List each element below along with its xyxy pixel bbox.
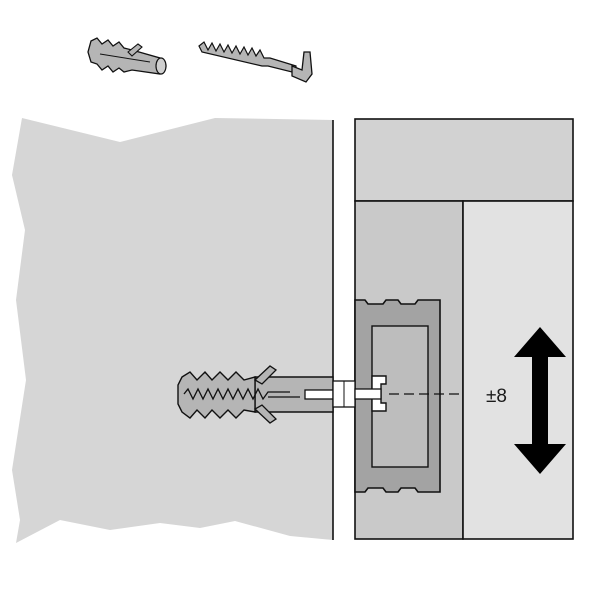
double-arrow-vertical-icon (514, 327, 566, 474)
cabinet-top-board (354, 118, 574, 202)
wall-plug-installed (177, 365, 334, 424)
wall-plug-icon (87, 37, 167, 75)
hook-screw-installed (332, 380, 382, 408)
wall-surface (12, 118, 333, 543)
hook-screw-icon (198, 41, 313, 83)
cabinet-inner-panel (462, 200, 574, 540)
adjustment-label: ±8 (486, 386, 507, 407)
